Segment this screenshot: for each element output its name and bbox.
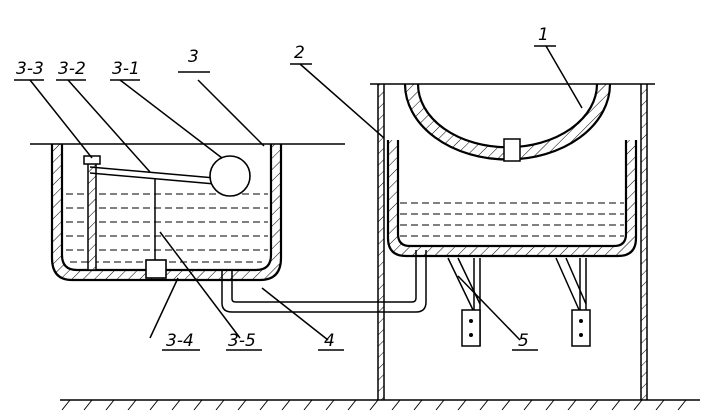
- ground-hatch-mark: [215, 399, 225, 411]
- ground-hatch-mark: [611, 399, 621, 411]
- bracket-right: [555, 257, 591, 347]
- ground-hatch-mark: [369, 399, 379, 411]
- ground-hatch-mark: [105, 399, 115, 411]
- ground-hatch-mark: [479, 399, 489, 411]
- label-1: 1: [538, 25, 549, 45]
- ground-hatch-mark: [281, 399, 291, 411]
- label-3-4: 3-4: [166, 331, 194, 351]
- pivot-post: [83, 155, 101, 271]
- bowl: [403, 83, 612, 162]
- label-3: 3: [188, 47, 199, 67]
- float-ball: [209, 155, 251, 197]
- ground-hatch-mark: [435, 399, 445, 411]
- ground-hatch-mark: [83, 399, 93, 411]
- ground-hatch-mark: [193, 399, 203, 411]
- connecting-pipe: [221, 250, 427, 313]
- ground-hatch-mark: [347, 399, 357, 411]
- ground-hatch-mark: [567, 399, 577, 411]
- label-3-5: 3-5: [228, 331, 256, 351]
- ground-line: [60, 399, 700, 411]
- ground-hatch-mark: [259, 399, 269, 411]
- ground-hatch-mark: [501, 399, 511, 411]
- label-3-2: 3-2: [58, 59, 86, 79]
- label-2: 2: [294, 43, 305, 63]
- ground-hatch-mark: [677, 399, 687, 411]
- ground-hatch-mark: [127, 399, 137, 411]
- leader-lines: [29, 45, 583, 341]
- ground-hatch-mark: [633, 399, 643, 411]
- ground-hatch-mark: [523, 399, 533, 411]
- ground-hatch-mark: [61, 399, 71, 411]
- ground-hatch-mark: [545, 399, 555, 411]
- ground-hatch-mark: [171, 399, 181, 411]
- cabinet-wall: [370, 83, 655, 400]
- valve-block: [145, 259, 167, 279]
- ground-hatch-mark: [237, 399, 247, 411]
- ground-hatch-mark: [655, 399, 665, 411]
- right-tank-water: [400, 202, 624, 237]
- ground-hatch-mark: [303, 399, 313, 411]
- label-5: 5: [518, 331, 529, 351]
- ground-hatch-mark: [149, 399, 159, 411]
- ground-hatch-mark: [325, 399, 335, 411]
- ground-hatch-mark: [391, 399, 401, 411]
- right-tank: [386, 140, 638, 258]
- ground-hatch-mark: [413, 399, 423, 411]
- ground-hatch-mark: [589, 399, 599, 411]
- bracket-left: [447, 257, 481, 347]
- label-4: 4: [324, 331, 335, 351]
- label-3-1: 3-1: [112, 59, 140, 79]
- label-underlines: [14, 45, 556, 351]
- ground-hatch-mark: [457, 399, 467, 411]
- left-tank-water: [66, 193, 268, 263]
- float-lever-arm: [89, 166, 216, 185]
- label-3-3: 3-3: [16, 59, 44, 79]
